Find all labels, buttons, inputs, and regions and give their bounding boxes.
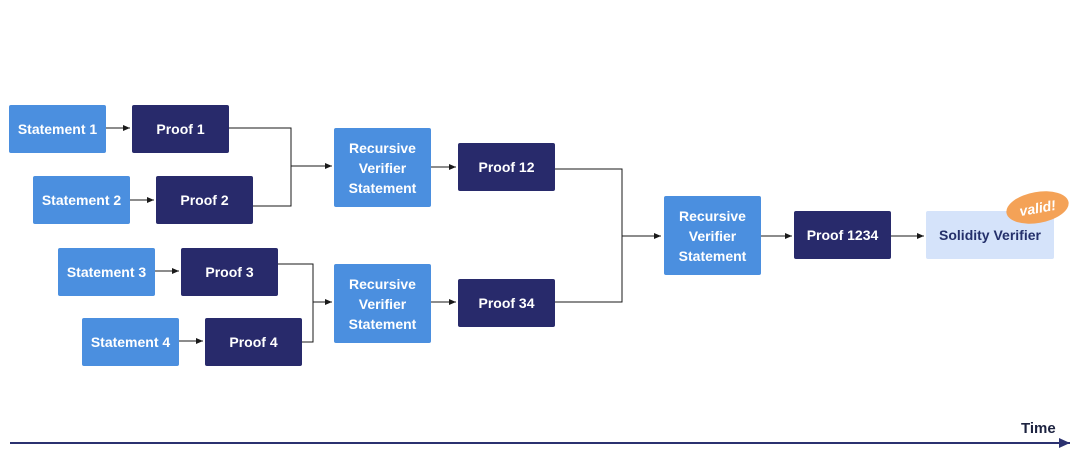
proof-1234: Proof 1234 xyxy=(794,211,891,259)
connector-proof3 xyxy=(278,263,314,302)
statement-1: Statement 1 xyxy=(9,105,106,153)
timeline-label: Time xyxy=(1021,420,1056,437)
connector-proof2 xyxy=(253,166,292,207)
connector-proof34 xyxy=(555,236,623,303)
recursive-verifier-bottom: Recursive Verifier Statement xyxy=(334,264,431,343)
recursive-verifier-top: Recursive Verifier Statement xyxy=(334,128,431,207)
proof-1: Proof 1 xyxy=(132,105,229,153)
connector-proof1 xyxy=(229,127,292,166)
statement-4: Statement 4 xyxy=(82,318,179,366)
statement-2: Statement 2 xyxy=(33,176,130,224)
statement-3: Statement 3 xyxy=(58,248,155,296)
proof-12: Proof 12 xyxy=(458,143,555,191)
connector-proof4 xyxy=(302,302,314,343)
connector-proof12 xyxy=(555,168,623,236)
proof-4: Proof 4 xyxy=(205,318,302,366)
proof-34: Proof 34 xyxy=(458,279,555,327)
proof-2: Proof 2 xyxy=(156,176,253,224)
solidity-verifier: Solidity Verifier xyxy=(926,211,1054,259)
recursive-verifier-final: Recursive Verifier Statement xyxy=(664,196,761,275)
proof-3: Proof 3 xyxy=(181,248,278,296)
